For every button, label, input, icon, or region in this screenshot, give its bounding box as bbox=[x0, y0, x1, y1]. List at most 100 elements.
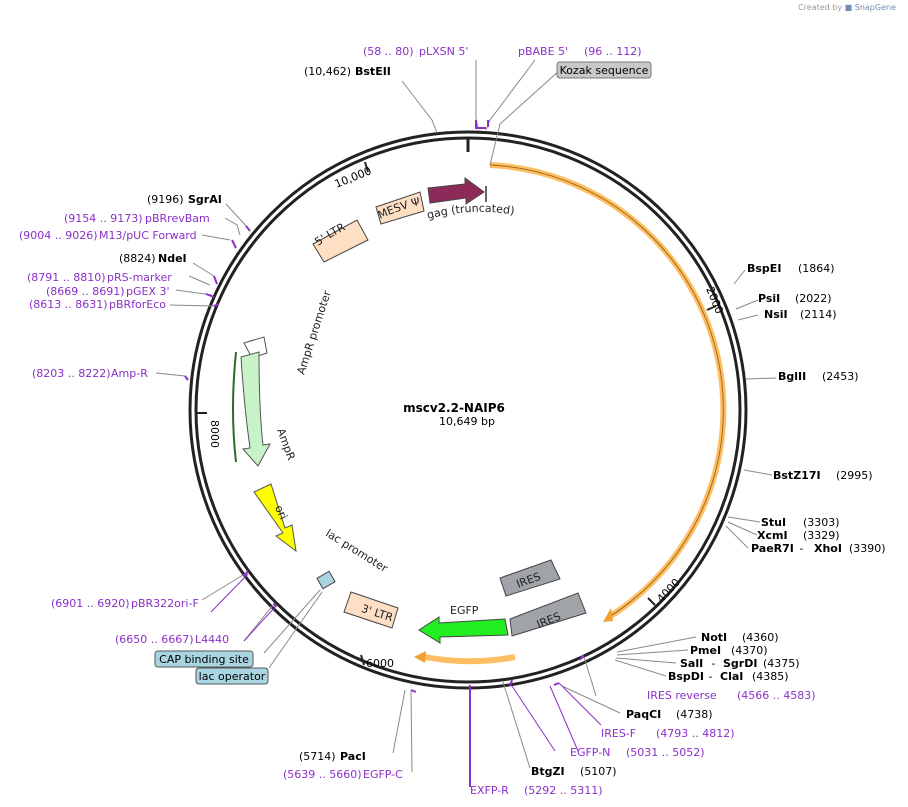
feature-ori-label: ori bbox=[272, 503, 290, 521]
primer-ires-f-range: (4793 .. 4812) bbox=[656, 727, 735, 740]
site-stui-name: StuI bbox=[761, 516, 786, 529]
lac-operator-box bbox=[195, 667, 269, 685]
kozak-label: Kozak sequence bbox=[560, 64, 649, 77]
left-labels: (9196) SgrAI (9154 .. 9173) pBRrevBam (9… bbox=[19, 193, 269, 685]
site-bglii-name: BglII bbox=[778, 370, 806, 383]
credit-brand: SnapGene bbox=[854, 3, 896, 12]
feature-5-ltr bbox=[312, 219, 369, 263]
site-psii-name: PsiI bbox=[758, 292, 780, 305]
site-paqci-pos: (4738) bbox=[676, 708, 713, 721]
primer-ires-f-name: IRES-F bbox=[601, 727, 636, 740]
primer-exfp-r-range: (5292 .. 5311) bbox=[524, 784, 603, 797]
feature-ampr-promoter-label: AmpR promoter bbox=[294, 289, 334, 377]
site-paqci-name: PaqCI bbox=[626, 708, 661, 721]
primer-prs-name: pRS-marker bbox=[107, 271, 172, 284]
tick-6000 bbox=[360, 654, 365, 666]
feature-3-ltr bbox=[343, 591, 399, 629]
primer-exfp-r-name: EXFP-R bbox=[470, 784, 509, 797]
site-xcmi-pos: (3329) bbox=[803, 529, 840, 542]
right-labels: BspEI (1864) PsiI (2022) NsiI (2114) Bgl… bbox=[601, 262, 886, 740]
site-bstz17i-pos: (2995) bbox=[836, 469, 873, 482]
orf-large bbox=[489, 162, 727, 620]
primer-plxsn-name: pLXSN 5' bbox=[419, 45, 468, 58]
cap-binding-box bbox=[154, 650, 254, 668]
site-nsii-name: NsiI bbox=[764, 308, 788, 321]
site-pmei-name: PmeI bbox=[690, 644, 721, 657]
primer-pbabe-range: (96 .. 112) bbox=[584, 45, 642, 58]
site-sali-pos: (4375) bbox=[763, 657, 800, 670]
primer-pbrforeco-name: pBRforEco bbox=[109, 298, 166, 311]
site-pmei-pos: (4370) bbox=[731, 644, 768, 657]
site-bglii-pos: (2453) bbox=[822, 370, 859, 383]
site-sali-sep: - bbox=[708, 657, 719, 670]
site-bspei-name: BspEI bbox=[747, 262, 781, 275]
primer-ampr-range: (8203 .. 8222) bbox=[32, 367, 111, 380]
primer-egfp-c-range: (5639 .. 5660) bbox=[283, 768, 362, 781]
feature-ampr-label: AmpR bbox=[274, 427, 298, 463]
feature-ires-1 bbox=[499, 559, 561, 597]
site-bspdi-sep: - bbox=[705, 670, 716, 683]
feature-gag bbox=[427, 177, 485, 205]
site-ndei-pos: (8824) bbox=[119, 252, 156, 265]
plasmid-length: 10,649 bp bbox=[439, 415, 495, 428]
feature-egfp bbox=[418, 616, 509, 644]
orf-large-arrowhead bbox=[603, 608, 613, 622]
connector-lines bbox=[155, 59, 777, 773]
primer-m13-range: (9004 .. 9026) bbox=[19, 229, 98, 242]
feature-lac-promoter-label: lac promoter bbox=[323, 527, 390, 576]
primer-egfp-n-name: EGFP-N bbox=[570, 746, 610, 759]
primer-l4440-name: L4440 bbox=[195, 633, 229, 646]
snapgene-logo-icon: ■ bbox=[844, 3, 853, 12]
primer-ires-rev-name: IRES reverse bbox=[647, 689, 717, 702]
primer-pbabe-name: pBABE 5' bbox=[518, 45, 568, 58]
tick-label-8000: 8000 bbox=[208, 420, 221, 448]
feature-gag-label: gag (truncated) bbox=[425, 202, 515, 222]
site-psii-pos: (2022) bbox=[795, 292, 832, 305]
site-btgzi-pos: (5107) bbox=[580, 765, 617, 778]
primer-pbr322ori-name: pBR322ori-F bbox=[131, 597, 199, 610]
site-bspei-pos: (1864) bbox=[798, 262, 835, 275]
site-xcmi-name: XcmI bbox=[757, 529, 788, 542]
bottom-labels: EGFP-N (5031 .. 5052) BtgZI (5107) (5714… bbox=[283, 746, 705, 797]
tick-label-6000: 6000 bbox=[366, 657, 394, 670]
primer-ires-rev-range: (4566 .. 4583) bbox=[737, 689, 816, 702]
feature-ampr-promoter bbox=[243, 336, 268, 359]
primer-markers bbox=[184, 120, 584, 787]
ampr-primer-arrow bbox=[232, 351, 237, 463]
created-by-snapgene: Created by ■ SnapGene bbox=[798, 3, 896, 12]
primer-pgex-range: (8669 .. 8691) bbox=[46, 285, 125, 298]
site-sgrdi-name: SgrDI bbox=[723, 657, 757, 670]
feature-ori bbox=[253, 483, 297, 553]
site-nsii-pos: (2114) bbox=[800, 308, 837, 321]
plasmid-name: mscv2.2-NAIP6 bbox=[403, 401, 505, 415]
primer-l4440-range: (6650 .. 6667) bbox=[115, 633, 194, 646]
site-paer7i-pos: (3390) bbox=[849, 542, 886, 555]
site-bstz17i-name: BstZ17I bbox=[773, 469, 821, 482]
backbone-outer-ring bbox=[188, 130, 748, 690]
primer-pbr322ori-range: (6901 .. 6920) bbox=[51, 597, 130, 610]
kozak-box bbox=[556, 61, 652, 79]
tick-label-2000: 2000 bbox=[703, 285, 726, 316]
orf-small-arrowhead bbox=[414, 651, 426, 663]
primer-plxsn-range: (58 .. 80) bbox=[363, 45, 414, 58]
site-paci-name: PacI bbox=[340, 750, 366, 763]
site-bspdi-name: BspDI bbox=[668, 670, 704, 683]
feature-cap-binding-marker bbox=[316, 570, 336, 590]
primer-prs-range: (8791 .. 8810) bbox=[27, 271, 106, 284]
site-noti-name: NotI bbox=[701, 631, 727, 644]
site-bspdi-pos: (4385) bbox=[752, 670, 789, 683]
primer-pgex-name: pGEX 3' bbox=[126, 285, 170, 298]
orf-arcs bbox=[414, 162, 727, 665]
primer-pbrrevbam-range: (9154 .. 9173) bbox=[64, 212, 143, 225]
primer-egfp-c-name: EGFP-C bbox=[363, 768, 403, 781]
top-labels: (10,462) BstEII (58 .. 80) pLXSN 5' pBAB… bbox=[304, 45, 652, 79]
primer-m13-name: M13/pUC Forward bbox=[99, 229, 197, 242]
site-sgrai-name: SgrAI bbox=[188, 193, 222, 206]
site-bsteii-name: BstEII bbox=[355, 65, 391, 78]
tick-4000 bbox=[647, 597, 656, 606]
primer-pbrforeco-range: (8613 .. 8631) bbox=[29, 298, 108, 311]
site-paer7i-name: PaeR7I bbox=[751, 542, 794, 555]
site-btgzi-name: BtgZI bbox=[531, 765, 565, 778]
backbone bbox=[188, 130, 748, 690]
